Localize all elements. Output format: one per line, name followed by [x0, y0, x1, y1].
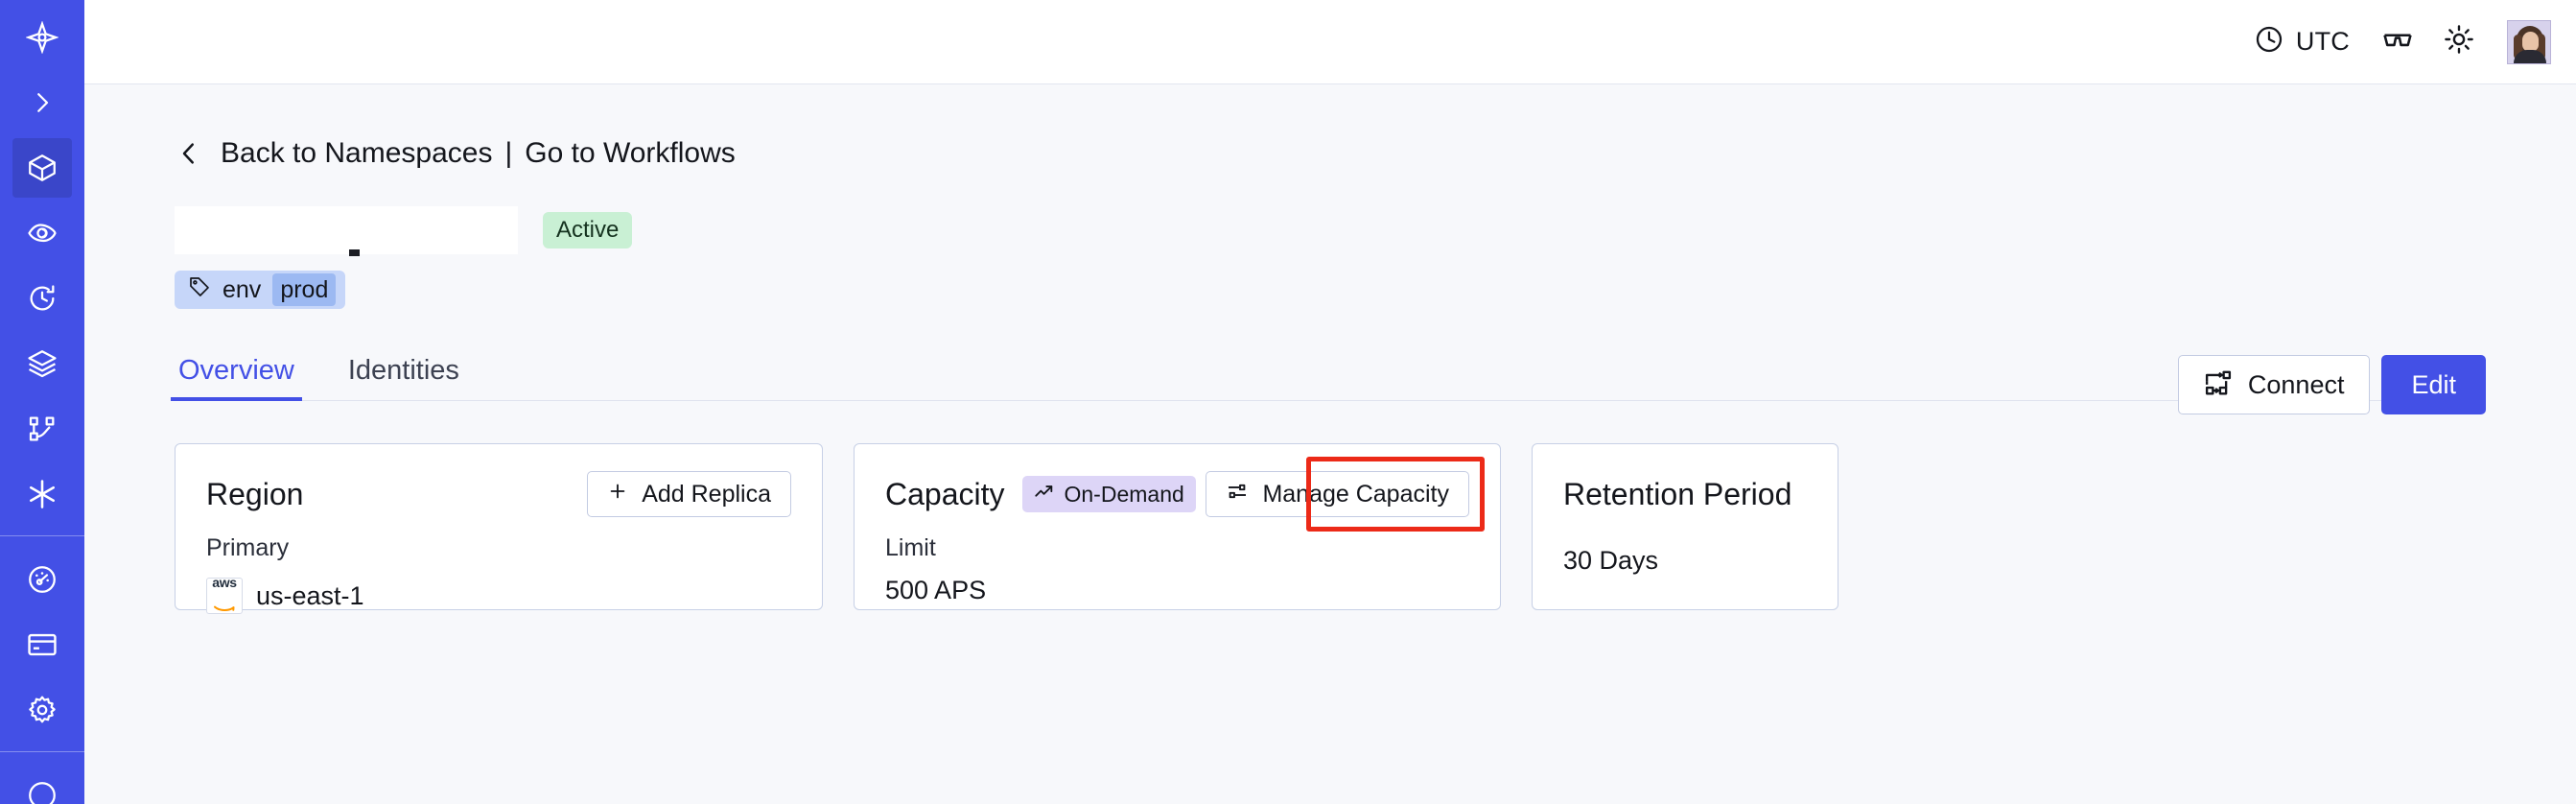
region-value-row: aws us-east-1 [206, 574, 791, 617]
sidebar-item-schedules[interactable] [12, 269, 72, 328]
page-title [175, 206, 518, 256]
on-demand-badge-label: On-Demand [1064, 481, 1184, 507]
breadcrumb-separator: | [504, 137, 513, 169]
region-card: Region Add Replica Primary aws [175, 443, 823, 614]
sidebar-item-settings[interactable] [12, 680, 72, 740]
eye-icon [26, 217, 59, 249]
aws-logo-icon: aws [206, 574, 243, 617]
retention-card: Retention Period 30 Days [1532, 443, 1838, 610]
region-card-head: Region [206, 473, 791, 515]
connect-button-label: Connect [2247, 369, 2345, 399]
sidebar-item-logo[interactable] [12, 8, 72, 67]
sidebar-item-help[interactable] [12, 766, 72, 804]
timezone-label: UTC [2295, 27, 2350, 56]
add-replica-label: Add Replica [642, 480, 771, 508]
sidebar-item-expand[interactable] [12, 73, 72, 132]
header-actions: Connect Edit [2177, 355, 2486, 414]
retention-card-title: Retention Period [1563, 477, 1792, 511]
cube-icon [26, 152, 59, 184]
tag-row: env prod [175, 271, 2486, 309]
asterisk-icon [25, 477, 59, 511]
trending-up-icon [1034, 482, 1055, 507]
tab-bar: Overview Identities [171, 342, 2486, 401]
avatar-face [2522, 31, 2539, 52]
sidebar [0, 0, 84, 804]
chevron-right-icon [28, 88, 57, 117]
edit-button-label: Edit [2411, 369, 2456, 399]
avatar-body [2514, 49, 2546, 63]
sidebar-item-namespaces[interactable] [12, 138, 72, 198]
on-demand-badge: On-Demand [1021, 476, 1196, 512]
top-bar: UTC [84, 0, 2576, 84]
region-card-title: Region [206, 477, 304, 511]
retention-value: 30 Days [1563, 546, 1659, 575]
layers-icon [26, 347, 59, 380]
tag-value: prod [272, 272, 337, 307]
tag-icon [188, 275, 211, 305]
avatar[interactable] [2507, 19, 2551, 64]
sliders-icon [1226, 480, 1249, 509]
gauge-icon [26, 563, 59, 596]
gear-icon [26, 694, 59, 726]
capacity-card-head: Capacity On-Demand [885, 473, 1469, 515]
nodes-icon [27, 414, 58, 444]
main-area: UTC [84, 0, 2576, 804]
overview-cards: Region Add Replica Primary aws [175, 443, 2486, 614]
capacity-card: Capacity On-Demand [854, 443, 1501, 610]
breadcrumb-back-link[interactable]: Back to Namespaces [221, 137, 493, 169]
status-badge: Active [543, 212, 633, 248]
help-circle-icon [26, 779, 59, 804]
breadcrumb-workflows-link[interactable]: Go to Workflows [525, 137, 736, 169]
theme-toggle-button[interactable] [2428, 15, 2490, 69]
clock-icon [2254, 24, 2284, 59]
clock-rewind-icon [26, 282, 59, 315]
capacity-value: 500 APS [885, 576, 987, 604]
sidebar-item-usage[interactable] [12, 550, 72, 609]
sidebar-item-workflows[interactable] [12, 399, 72, 459]
tag-key: env [222, 275, 262, 303]
timezone-selector[interactable]: UTC [2236, 15, 2367, 69]
tab-overview[interactable]: Overview [171, 357, 302, 401]
add-replica-button[interactable]: Add Replica [587, 471, 791, 517]
sidebar-divider-1 [0, 535, 84, 536]
chevron-left-icon[interactable] [175, 139, 203, 168]
namespace-title-row: Active [175, 203, 2486, 257]
content: Back to Namespaces | Go to Workflows Act… [84, 84, 2576, 804]
top-bar-actions: UTC [2236, 15, 2551, 69]
aws-smile [213, 591, 236, 617]
capacity-limit-label: Limit [885, 534, 936, 561]
plus-icon [607, 481, 628, 508]
region-value: us-east-1 [256, 580, 364, 610]
capacity-card-title: Capacity [885, 477, 1005, 511]
sun-icon [2443, 23, 2475, 60]
retention-card-head: Retention Period [1563, 473, 1807, 515]
connect-button[interactable]: Connect [2177, 355, 2371, 414]
connect-icon [2204, 368, 2233, 402]
breadcrumb: Back to Namespaces | Go to Workflows [175, 132, 2486, 175]
region-primary-label: Primary [206, 534, 290, 561]
credit-card-icon [26, 628, 59, 661]
sidebar-divider-2 [0, 751, 84, 752]
edit-button[interactable]: Edit [2381, 355, 2486, 414]
sidebar-item-layers[interactable] [12, 334, 72, 393]
namespace-tag[interactable]: env prod [175, 271, 346, 309]
avatar-hair-right [2536, 33, 2545, 60]
manage-capacity-button[interactable]: Manage Capacity [1206, 471, 1469, 517]
glasses-button[interactable] [2367, 15, 2428, 69]
glasses-icon [2381, 23, 2414, 60]
avatar-hair-left [2514, 34, 2522, 59]
tab-identities[interactable]: Identities [347, 355, 459, 386]
sidebar-item-billing[interactable] [12, 615, 72, 674]
aws-logo-text: aws [212, 574, 237, 590]
manage-capacity-label: Manage Capacity [1262, 480, 1449, 508]
sidebar-item-observability[interactable] [12, 203, 72, 263]
sidebar-item-integrations[interactable] [12, 464, 72, 524]
temporal-logo-icon [26, 21, 59, 54]
